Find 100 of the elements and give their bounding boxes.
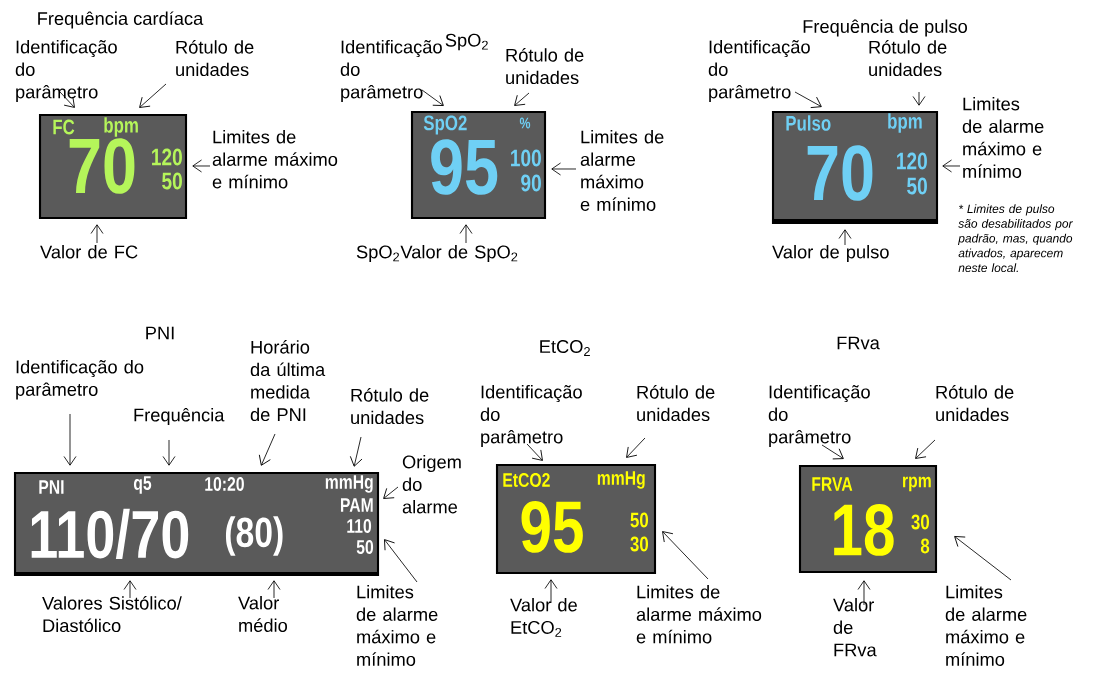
callout-text: Limites de alarme máximo e mínimo <box>945 585 1027 666</box>
arrow <box>162 439 176 466</box>
arrow <box>192 159 211 173</box>
unit-label: rpm <box>903 476 931 492</box>
frequency-label: q5 <box>133 476 152 494</box>
limit-value: 30 <box>911 514 929 530</box>
arrow <box>838 229 852 246</box>
value-readout: 95 <box>521 501 583 553</box>
callout-text: Frequência <box>134 408 225 426</box>
value-readout: 95 <box>431 139 498 195</box>
limit-value: 30 <box>630 536 648 552</box>
callout-text: Limites de alarme máximo e mínimo <box>580 130 664 211</box>
arrow <box>258 433 276 466</box>
unit-label: mmHg <box>325 475 373 493</box>
time-label: 10:20 <box>205 477 244 491</box>
arrow <box>626 437 646 458</box>
callout-text: Rótulo de unidades <box>176 40 254 77</box>
panel-title: FRva <box>837 336 880 350</box>
parameter-label: Pulso <box>786 115 831 131</box>
arrow <box>857 580 871 606</box>
value-readout: 18 <box>834 504 894 556</box>
callout-text: Valores Sistólico/ Diastólico <box>42 596 182 633</box>
alarm-source-label: PAM <box>340 498 373 512</box>
arrow <box>383 486 399 499</box>
arrow <box>662 531 709 580</box>
parameter-label: FRVA <box>812 477 853 491</box>
limit-value: 120 <box>897 152 927 170</box>
arrow <box>349 436 363 467</box>
value-readout: 70 <box>69 138 135 194</box>
monitor-display <box>771 110 939 225</box>
arrow <box>794 91 822 109</box>
arrow <box>821 444 844 460</box>
arrow <box>59 91 75 108</box>
unit-label: mmHg <box>597 471 645 489</box>
callout-text: Rótulo de unidades <box>351 388 429 425</box>
footnote: * Limites de pulso são desabilitados por padrão, mas, quando ativados, aparecem neste local. <box>958 204 1073 273</box>
callout-text: Rótulo de unidades <box>936 385 1014 422</box>
callout-text: Valor médio <box>238 596 287 632</box>
callout-text: Valor de EtCO$_{2}$ <box>510 598 577 637</box>
arrow <box>544 579 558 604</box>
monitor-display <box>13 471 380 577</box>
parameter-label: SpO2 <box>423 115 467 135</box>
parameter-label: EtCO2 <box>503 473 550 487</box>
arrow <box>954 536 1012 581</box>
callout-text: Valor de pulso <box>772 245 889 263</box>
value-readout: 110/70 <box>31 508 189 560</box>
callout-text: Identificação do parâmetro <box>708 40 810 102</box>
unit-label: bpm <box>104 117 138 137</box>
monitor-display <box>798 464 938 574</box>
callout-text: Limites de alarme máximo e mínimo <box>636 585 762 644</box>
callout-text: Rótulo de unidades <box>637 385 715 422</box>
arrow <box>421 89 444 106</box>
monitor-display <box>410 110 547 220</box>
limit-value: 50 <box>630 512 648 528</box>
arrow <box>942 159 961 173</box>
panel-title: PNI <box>146 326 174 340</box>
limit-value: 50 <box>356 540 374 554</box>
arrow <box>384 539 418 583</box>
callout-text: Identificação do parâmetro <box>16 360 144 400</box>
limit-value: 8 <box>920 538 930 554</box>
arrow <box>915 439 936 459</box>
callout-text: Identificação do parâmetro <box>480 385 582 447</box>
callout-text: Limites de alarme máximo e mínimo <box>962 97 1044 178</box>
arrow <box>63 413 77 466</box>
callout-text: Valor de FRva <box>833 598 877 657</box>
callout-text: Rótulo de unidades <box>869 40 947 77</box>
callout-text: Limites de alarme máximo e mínimo <box>212 130 338 189</box>
arrow <box>90 224 104 244</box>
arrow <box>514 92 530 106</box>
callout-text: SpO$_{2}$Valor de SpO$_{2}$ <box>356 245 518 263</box>
mean-value-readout: (80) <box>225 516 283 556</box>
unit-label: % <box>519 117 531 129</box>
callout-text: Horário da última medida de PNI <box>250 340 326 422</box>
limit-value: 50 <box>907 177 927 195</box>
value-readout: 70 <box>807 145 873 201</box>
arrow <box>123 580 137 599</box>
callout-text: Origem do alarme <box>402 455 461 514</box>
monitor-display <box>38 113 188 220</box>
panel-title: SpO$_{2}$ <box>445 33 488 51</box>
limit-value: 100 <box>511 149 541 167</box>
panel-title: EtCO$_{2}$ <box>540 340 590 356</box>
arrow <box>459 224 473 244</box>
limit-value: 50 <box>162 172 182 190</box>
callout-text: Valor de FC <box>40 245 138 259</box>
unit-label: bpm <box>888 113 922 133</box>
panel-title: Frequência de pulso <box>803 19 967 37</box>
limit-value: 110 <box>347 519 372 533</box>
limit-value: 120 <box>152 148 182 166</box>
callout-text: Limites de alarme máximo e mínimo <box>356 585 438 666</box>
limit-value: 90 <box>521 174 541 192</box>
callout-text: Identificação do parâmetro <box>768 385 870 447</box>
callout-text: Rótulo de unidades <box>506 48 584 85</box>
arrow <box>912 91 926 106</box>
arrow <box>139 83 167 108</box>
arrow <box>526 443 543 461</box>
arrow <box>551 162 577 176</box>
arrow <box>267 580 281 599</box>
callout-text: Identificação do parâmetro <box>340 40 442 102</box>
monitor-display <box>495 463 657 575</box>
parameter-label: PNI <box>39 480 64 494</box>
